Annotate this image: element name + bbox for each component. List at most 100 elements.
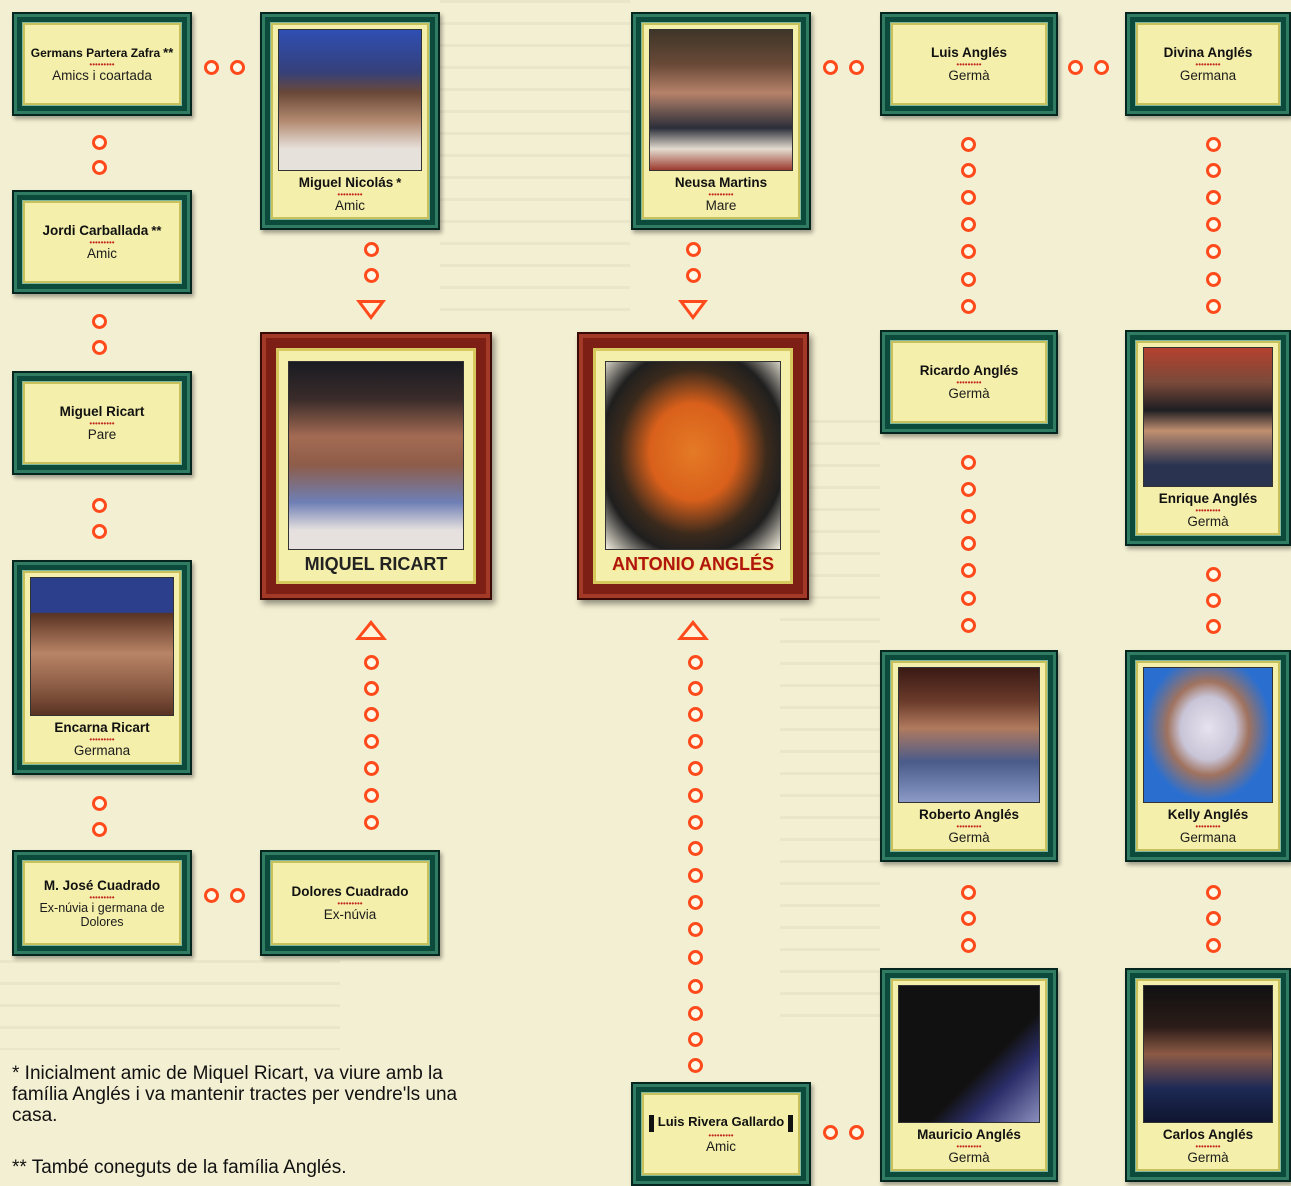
- separator: •••••••••: [708, 1130, 734, 1140]
- connector-dot: [1206, 911, 1221, 926]
- connector-dot: [961, 509, 976, 524]
- card-roberto-angles: Roberto Anglés ••••••••• Germà: [880, 650, 1058, 862]
- card-name: M. José Cuadrado: [43, 877, 161, 893]
- card-name: Ricardo Anglés: [919, 363, 1019, 378]
- connector-dot: [823, 60, 838, 75]
- connector-dot: [849, 60, 864, 75]
- separator: •••••••••: [1195, 60, 1221, 69]
- connector-dot: [1068, 60, 1083, 75]
- connector-dot: [364, 815, 379, 830]
- background-text: [440, 0, 630, 320]
- photo-neusa-martins: [649, 29, 793, 171]
- connector-dot: [364, 788, 379, 803]
- photo-roberto-angles: [898, 667, 1040, 803]
- connector-dot: [1206, 163, 1221, 178]
- bar-mark: [649, 1114, 655, 1132]
- connector-dot: [688, 655, 703, 670]
- connector-dot: [92, 314, 107, 329]
- connector-dot: [92, 498, 107, 513]
- connector-dot: [688, 1032, 703, 1047]
- photo-enrique-angles: [1143, 347, 1273, 487]
- card-mjose-cuadrado: M. José Cuadrado ••••••••• Ex-núvia i ge…: [12, 850, 192, 956]
- card-luis-rivera-gallardo: Luis Rivera Gallardo ••••••••• Amic: [631, 1082, 811, 1186]
- connector-dot: [364, 761, 379, 776]
- card-miguel-ricart: Miguel Ricart ••••••••• Pare: [12, 371, 192, 475]
- card-name: Miguel Ricart: [59, 404, 145, 419]
- connector-dot: [204, 60, 219, 75]
- separator: •••••••••: [337, 190, 363, 199]
- photo-carlos-angles: [1143, 985, 1273, 1123]
- connector-dot: [688, 1058, 703, 1073]
- connector-dot: [1206, 272, 1221, 287]
- separator: •••••••••: [1195, 1142, 1221, 1151]
- connector-dot: [961, 536, 976, 551]
- connector-dot: [961, 563, 976, 578]
- connector-dot: [688, 761, 703, 776]
- separator: •••••••••: [89, 735, 115, 744]
- card-kelly-angles: Kelly Anglés ••••••••• Germana: [1125, 650, 1291, 862]
- connector-dot: [1206, 593, 1221, 608]
- card-name: Neusa Martins: [674, 175, 768, 190]
- connector-dot: [1206, 938, 1221, 953]
- connector-dot: [688, 895, 703, 910]
- photo-encarna: [30, 577, 174, 716]
- card-role: Amic: [706, 1138, 736, 1154]
- connector-dot: [961, 272, 976, 287]
- card-neusa-martins: Neusa Martins ••••••••• Mare: [631, 12, 811, 230]
- connector-dot: [961, 244, 976, 259]
- bar-mark: [787, 1114, 793, 1132]
- connector-dot: [849, 1125, 864, 1140]
- connector-dot: [92, 822, 107, 837]
- card-role: Ex-núvia: [323, 907, 377, 922]
- card-name: Dolores Cuadrado: [291, 884, 409, 899]
- card-role: Amic: [335, 198, 365, 213]
- photo-mauricio-angles: [898, 985, 1040, 1123]
- connector-dot: [688, 1006, 703, 1021]
- card-role: Amic: [87, 246, 117, 261]
- connector-dot: [1206, 137, 1221, 152]
- connector-dot: [961, 885, 976, 900]
- arrow-up-icon: [677, 620, 709, 640]
- connector-dot: [961, 938, 976, 953]
- connector-dot: [688, 681, 703, 696]
- connector-dot: [230, 60, 245, 75]
- connector-dot: [92, 340, 107, 355]
- card-role: Germà: [948, 1150, 990, 1165]
- card-encarna-ricart: Encarna Ricart ••••••••• Germana: [12, 560, 192, 775]
- card-name: Miguel Nicolás: [298, 175, 394, 190]
- card-role: Germana: [1179, 68, 1237, 83]
- connector-dot: [688, 922, 703, 937]
- card-name: Germans Partera Zafra: [30, 46, 161, 60]
- connector-dot: [961, 911, 976, 926]
- separator: •••••••••: [956, 378, 982, 387]
- connector-dot: [92, 160, 107, 175]
- card-role: Germà: [948, 830, 990, 845]
- card-mauricio-angles: Mauricio Anglés ••••••••• Germà: [880, 968, 1058, 1182]
- photo-miquel-ricart: [288, 361, 464, 550]
- card-name: Roberto Anglés: [918, 807, 1019, 822]
- card-germans-partera: Germans Partera Zafra** ••••••••• Amics …: [12, 12, 192, 116]
- card-role: Mare: [705, 198, 737, 213]
- separator: •••••••••: [89, 892, 115, 902]
- connector-dot: [688, 815, 703, 830]
- connector-dot: [686, 242, 701, 257]
- card-carlos-angles: Carlos Anglés ••••••••• Germà: [1125, 968, 1291, 1182]
- connector-dot: [686, 268, 701, 283]
- card-name: Jordi Carballada: [42, 223, 149, 238]
- photo-kelly-angles: [1143, 667, 1273, 803]
- connector-dot: [92, 796, 107, 811]
- main-name: ANTONIO ANGLÉS: [611, 554, 774, 574]
- card-role: Germà: [948, 386, 990, 401]
- connector-dot: [364, 268, 379, 283]
- card-stars: *: [396, 175, 402, 190]
- connector-dot: [364, 655, 379, 670]
- card-ricardo-angles: Ricardo Anglés ••••••••• Germà: [880, 330, 1058, 434]
- card-role: Amics i coartada: [52, 68, 152, 83]
- connector-dot: [961, 591, 976, 606]
- card-name: Luis Anglés: [930, 45, 1007, 60]
- card-name: Luis Rivera Gallardo: [657, 1114, 785, 1130]
- card-miguel-nicolas: Miguel Nicolás* ••••••••• Amic: [260, 12, 440, 230]
- separator: •••••••••: [89, 60, 115, 69]
- card-luis-angles: Luis Anglés ••••••••• Germà: [880, 12, 1058, 116]
- card-jordi-carballada: Jordi Carballada** ••••••••• Amic: [12, 190, 192, 294]
